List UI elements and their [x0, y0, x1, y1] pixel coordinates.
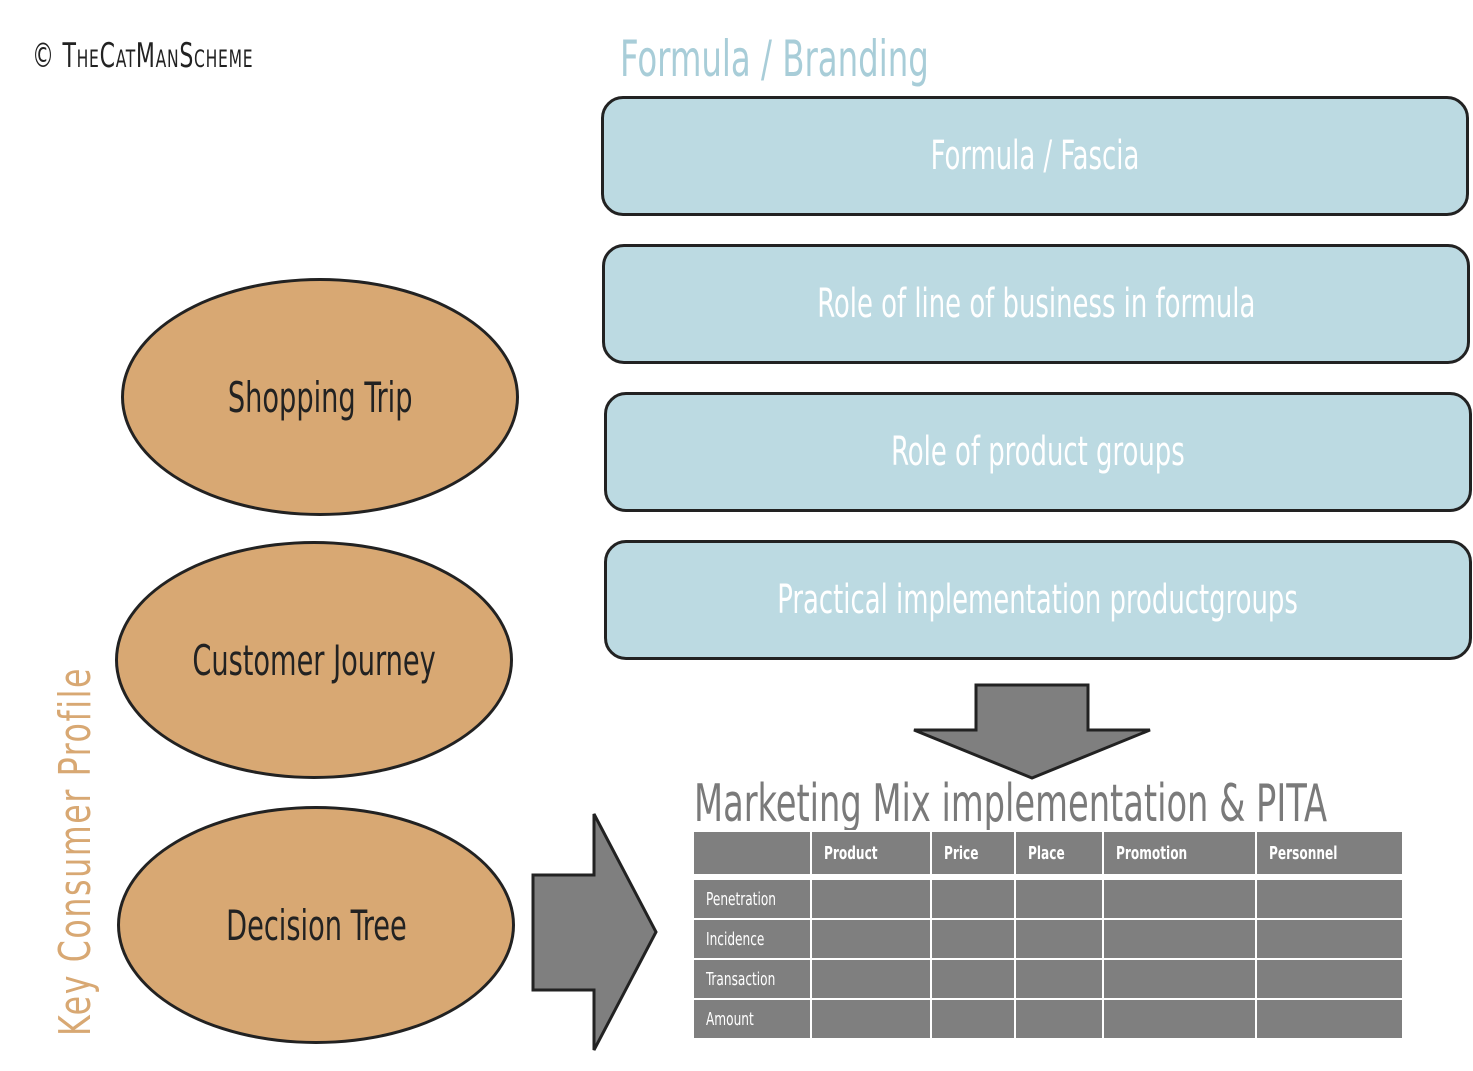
table-cell	[1013, 958, 1104, 1000]
table-cell	[1254, 918, 1405, 960]
box-label: Role of product groups	[891, 429, 1185, 475]
ellipse-label: Shopping Trip	[227, 372, 413, 422]
row-header: Transaction	[692, 958, 812, 1000]
table-cell	[1254, 876, 1405, 920]
table-cell	[1013, 918, 1104, 960]
table-cell	[929, 876, 1016, 920]
row-header: Incidence	[692, 918, 812, 960]
table-row: Transaction	[692, 958, 1405, 1000]
table-cell	[1101, 876, 1257, 920]
table-corner-cell	[692, 830, 812, 880]
table-row: Incidence	[692, 918, 1405, 960]
column-header: Place	[1013, 830, 1104, 880]
table-cell	[810, 918, 932, 960]
right-arrow-icon	[531, 813, 658, 1051]
box-practical-implementation: Practical implementation productgroups	[604, 540, 1472, 660]
table-row: Amount	[692, 998, 1405, 1040]
table-header-row: Product Price Place Promotion Personnel	[692, 830, 1405, 880]
table-cell	[1013, 876, 1104, 920]
box-role-product-groups: Role of product groups	[604, 392, 1472, 512]
table-cell	[810, 958, 932, 1000]
column-header: Product	[810, 830, 932, 880]
table-cell	[1101, 998, 1257, 1040]
table-cell	[1254, 958, 1405, 1000]
table-cell	[810, 876, 932, 920]
table-cell	[929, 998, 1016, 1040]
ellipse-decision-tree: Decision Tree	[117, 806, 515, 1044]
box-label: Role of line of business in formula	[816, 281, 1256, 327]
ellipse-customer-journey: Customer Journey	[115, 541, 513, 779]
box-role-line-of-business: Role of line of business in formula	[602, 244, 1470, 364]
box-label: Formula / Fascia	[930, 133, 1140, 179]
table-cell	[1101, 918, 1257, 960]
box-formula-fascia: Formula / Fascia	[601, 96, 1469, 216]
ellipse-shopping-trip: Shopping Trip	[121, 278, 519, 516]
section-title: Formula / Branding	[620, 30, 929, 88]
marketing-mix-title: Marketing Mix implementation & PITA	[694, 774, 1327, 834]
ellipse-label: Customer Journey	[192, 635, 436, 685]
table-cell	[1101, 958, 1257, 1000]
table-row: Penetration	[692, 876, 1405, 920]
ellipse-label: Decision Tree	[225, 900, 407, 950]
marketing-mix-table: Product Price Place Promotion Personnel …	[692, 830, 1405, 1040]
row-header: Penetration	[692, 876, 812, 920]
down-arrow-icon	[913, 683, 1151, 780]
copyright-text: © TheCatManScheme	[32, 36, 254, 76]
column-header: Promotion	[1101, 830, 1257, 880]
table-cell	[810, 998, 932, 1040]
row-header: Amount	[692, 998, 812, 1040]
box-label: Practical implementation productgroups	[777, 577, 1299, 623]
table-cell	[1013, 998, 1104, 1040]
column-header: Personnel	[1254, 830, 1405, 880]
column-header: Price	[929, 830, 1016, 880]
table-cell	[929, 918, 1016, 960]
table-cell	[1254, 998, 1405, 1040]
key-consumer-profile-label: Key Consumer Profile	[50, 666, 101, 1036]
table-cell	[929, 958, 1016, 1000]
